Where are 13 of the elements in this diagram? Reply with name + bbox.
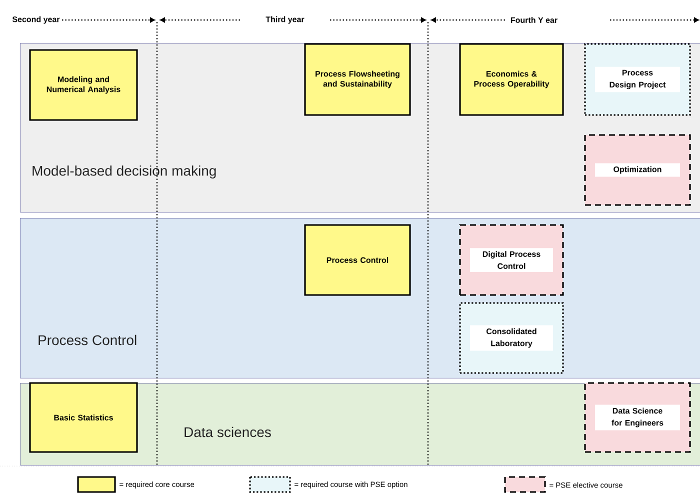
course-box: Optimization <box>584 134 691 206</box>
course-box: Process Control <box>304 224 411 296</box>
course-box: Data Science for Engineers <box>584 382 691 453</box>
course-box: Process Flowsheeting and Sustainability <box>304 43 411 116</box>
year-label: Second year <box>10 14 62 26</box>
course-box: Economics & Process Operability <box>459 43 564 116</box>
course-box: Process Design Project <box>584 43 691 116</box>
course-box: Modeling and Numerical Analysis <box>29 49 138 121</box>
year-label: Third year <box>264 14 306 26</box>
course-box: Consolidated Laboratory <box>459 302 564 374</box>
course-box: Digital Process Control <box>459 224 564 296</box>
year-label: Fourth Y ear <box>508 15 560 25</box>
course-box: Basic Statistics <box>29 382 138 453</box>
